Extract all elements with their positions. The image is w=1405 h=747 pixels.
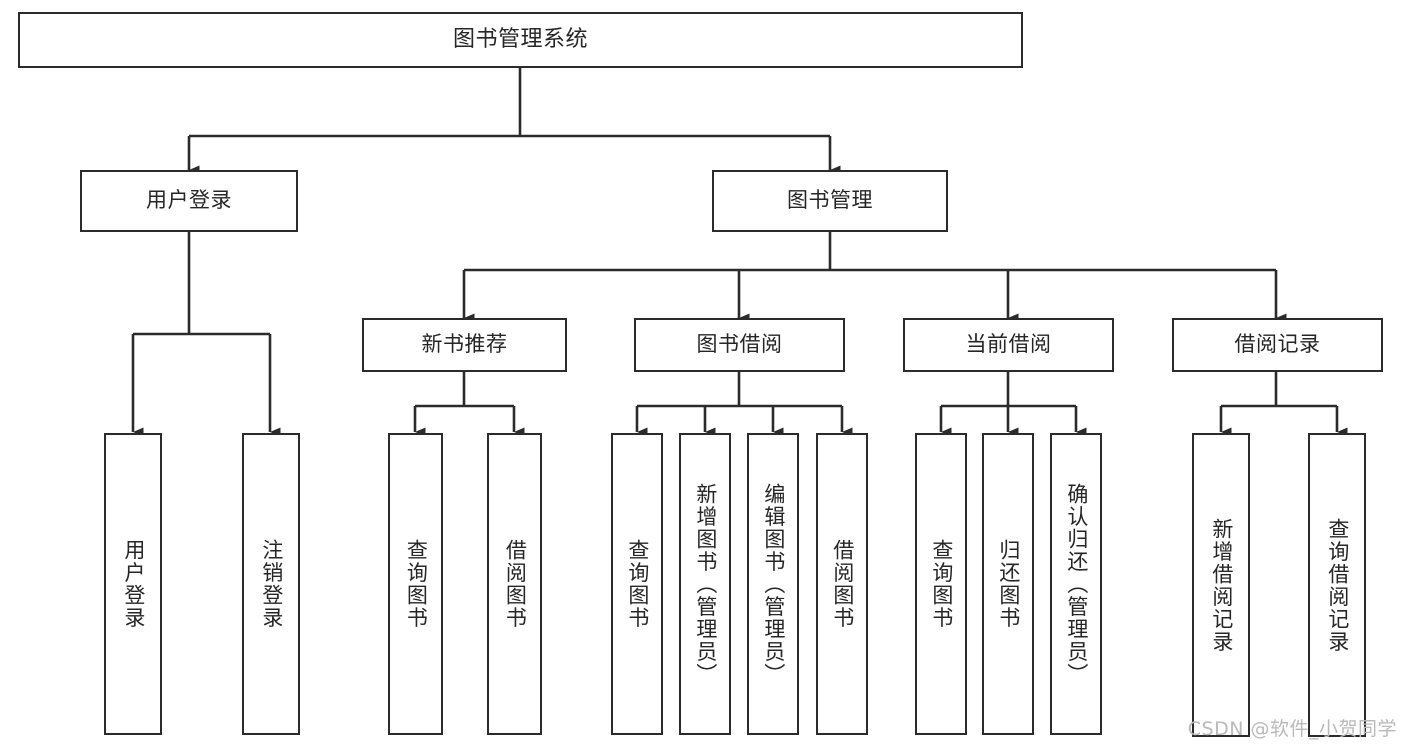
node-label: 查询图书 [404, 539, 429, 629]
node-leaf-borrow-book-2[interactable]: 借阅图书 [816, 433, 868, 735]
node-book-management[interactable]: 图书管理 [712, 170, 948, 232]
node-label: 用户登录 [121, 539, 146, 629]
node-label: 图书管理系统 [452, 26, 588, 52]
node-label: 用户登录 [146, 188, 232, 213]
watermark-text: CSDN @软件_小贺同学 [1187, 718, 1397, 740]
node-leaf-query-book-3[interactable]: 查询图书 [915, 433, 967, 735]
node-label: 新增图书（管理员） [693, 482, 718, 686]
node-label: 当前借阅 [965, 332, 1052, 357]
node-current-borrow[interactable]: 当前借阅 [903, 318, 1114, 372]
node-leaf-add-book[interactable]: 新增图书（管理员） [679, 433, 731, 735]
node-label: 借阅记录 [1234, 332, 1321, 357]
node-label: 确认归还（管理员） [1064, 482, 1089, 686]
node-user-login[interactable]: 用户登录 [80, 170, 298, 232]
node-root-book-management-system[interactable]: 图书管理系统 [18, 12, 1023, 68]
node-label: 借阅图书 [503, 539, 528, 629]
node-label: 归还图书 [996, 539, 1021, 629]
node-label: 借阅图书 [830, 539, 855, 629]
node-label: 图书管理 [787, 188, 873, 213]
node-label: 注销登录 [259, 539, 284, 629]
node-leaf-edit-book[interactable]: 编辑图书（管理员） [747, 433, 799, 735]
node-label: 新书推荐 [421, 332, 508, 357]
node-leaf-logout[interactable]: 注销登录 [242, 433, 300, 735]
node-leaf-confirm-return[interactable]: 确认归还（管理员） [1050, 433, 1102, 735]
node-label: 查询图书 [929, 539, 954, 629]
node-label: 查询借阅记录 [1325, 517, 1350, 653]
node-leaf-borrow-book-1[interactable]: 借阅图书 [487, 433, 542, 735]
node-label: 编辑图书（管理员） [761, 482, 786, 686]
node-borrow-record[interactable]: 借阅记录 [1172, 318, 1383, 372]
node-label: 查询图书 [625, 539, 650, 629]
node-book-borrow[interactable]: 图书借阅 [634, 318, 845, 372]
node-leaf-query-record[interactable]: 查询借阅记录 [1308, 433, 1366, 737]
node-label: 新增借阅记录 [1209, 517, 1234, 653]
node-new-book-recommend[interactable]: 新书推荐 [362, 318, 567, 372]
node-leaf-query-book-1[interactable]: 查询图书 [388, 433, 443, 735]
node-leaf-query-book-2[interactable]: 查询图书 [611, 433, 663, 735]
node-leaf-user-login[interactable]: 用户登录 [104, 433, 162, 735]
node-label: 图书借阅 [696, 332, 783, 357]
node-leaf-add-record[interactable]: 新增借阅记录 [1192, 433, 1250, 737]
node-leaf-return-book[interactable]: 归还图书 [982, 433, 1034, 735]
